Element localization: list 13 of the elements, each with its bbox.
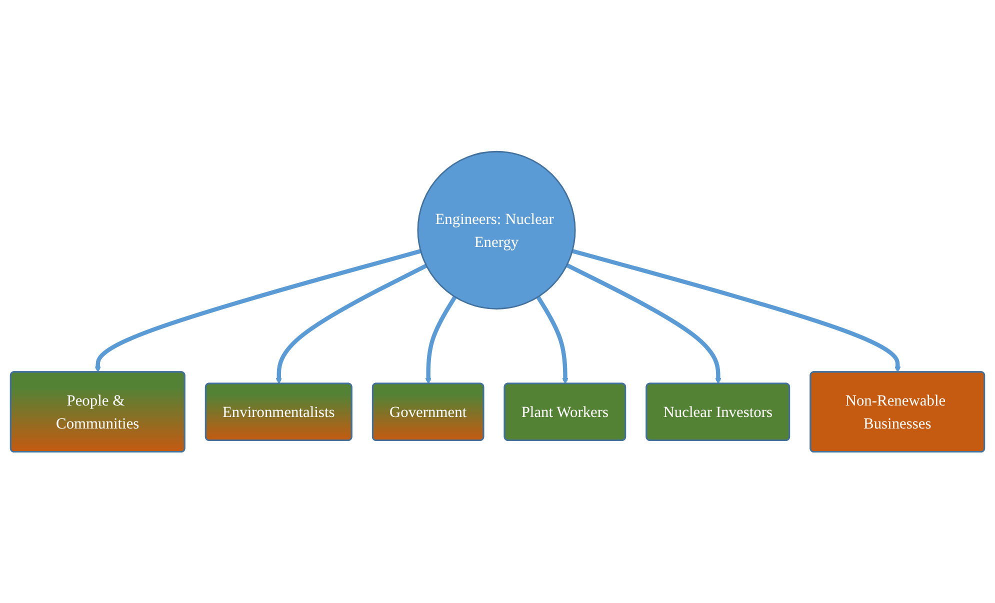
- rounded-box: Plant Workers: [504, 382, 626, 441]
- rounded-box: People & Communities: [10, 370, 186, 452]
- arrow: [276, 264, 428, 384]
- arrow: [425, 296, 457, 384]
- ellipse-node: Engineers: Nuclear Energy: [417, 150, 576, 310]
- arrow: [94, 248, 422, 372]
- arrow: [566, 263, 722, 384]
- rounded-box: Non-Renewable Businesses: [810, 370, 986, 452]
- rounded-box: Environmentalists: [204, 382, 352, 441]
- arrow: [536, 296, 568, 384]
- rounded-box: Nuclear Investors: [646, 382, 790, 441]
- rounded-box: Government: [372, 382, 484, 441]
- arrow: [572, 248, 901, 372]
